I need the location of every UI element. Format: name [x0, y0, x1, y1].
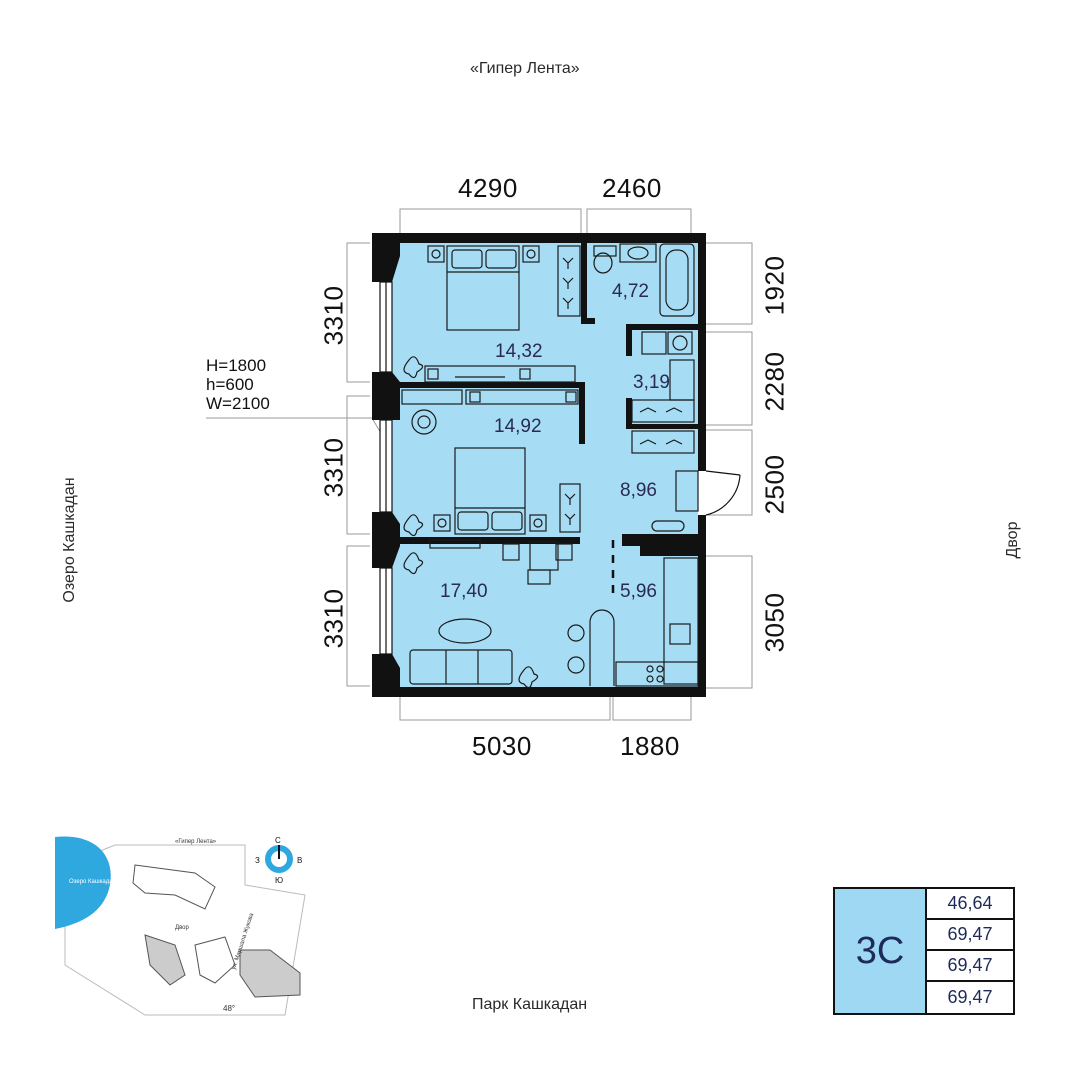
area-value: 69,47	[927, 951, 1013, 982]
minimap-lake	[55, 836, 111, 929]
area-value: 69,47	[927, 920, 1013, 951]
dimension-lines	[206, 208, 753, 721]
furniture	[401, 243, 699, 689]
window-width-note: W=2100	[206, 394, 270, 413]
compass-south: Ю	[275, 876, 283, 885]
dim-left-2: 3310	[318, 437, 349, 498]
dim-right-4: 3050	[759, 592, 790, 653]
site-minimap: Озеро Кашкадан «Гипер Лента» Двор ул. Ма…	[55, 836, 306, 1016]
room-area-bedroom-2: 14,92	[494, 416, 542, 437]
area-table: 3С 46,64 69,47 69,47 69,47	[833, 887, 1015, 1015]
walls	[372, 233, 706, 697]
compass-north: С	[275, 836, 281, 845]
dim-right-1: 1920	[759, 255, 790, 316]
area-value: 69,47	[947, 987, 993, 1007]
window-sill-note: h=600	[206, 375, 254, 394]
dim-top-2: 2460	[602, 173, 662, 203]
room-area-utility: 3,19	[633, 372, 670, 393]
windows	[379, 281, 393, 655]
window-height-note: H=1800	[206, 356, 267, 375]
minimap-angle-label: 48°	[223, 1004, 235, 1013]
room-area-bedroom-1: 14,32	[495, 341, 543, 362]
compass: С Ю З В	[255, 836, 302, 885]
minimap-buildings	[132, 864, 301, 998]
dim-left-1: 3310	[318, 285, 349, 346]
compass-east: В	[297, 856, 302, 865]
dim-left-3: 3310	[318, 588, 349, 649]
dim-top-1: 4290	[458, 173, 518, 203]
room-area-hallway: 8,96	[620, 480, 657, 501]
entrance-door	[698, 470, 741, 516]
area-values: 46,64 69,47 69,47 69,47	[927, 889, 1013, 1013]
apartment-type: 3С	[835, 889, 927, 1013]
dim-bottom-2: 1880	[620, 731, 680, 761]
room-fill	[382, 243, 698, 687]
room-area-kitchen: 5,96	[620, 581, 657, 602]
minimap-top-label: «Гипер Лента»	[175, 839, 217, 845]
dim-right-2: 2280	[759, 351, 790, 412]
compass-west: З	[255, 856, 260, 865]
window-note: H=1800 h=600 W=2100	[206, 356, 270, 413]
top-orientation-label: «Гипер Лента»	[470, 60, 580, 77]
minimap-lake-label: Озеро Кашкадан	[69, 879, 116, 885]
room-area-bathroom: 4,72	[612, 281, 649, 302]
dim-bottom-1: 5030	[472, 731, 532, 761]
room-area-living: 17,40	[440, 581, 488, 602]
area-value: 46,64	[927, 889, 1013, 920]
bottom-orientation-label: Парк Кашкадан	[472, 996, 588, 1013]
minimap-yard-label: Двор	[175, 925, 190, 931]
dim-right-3: 2500	[759, 454, 790, 515]
